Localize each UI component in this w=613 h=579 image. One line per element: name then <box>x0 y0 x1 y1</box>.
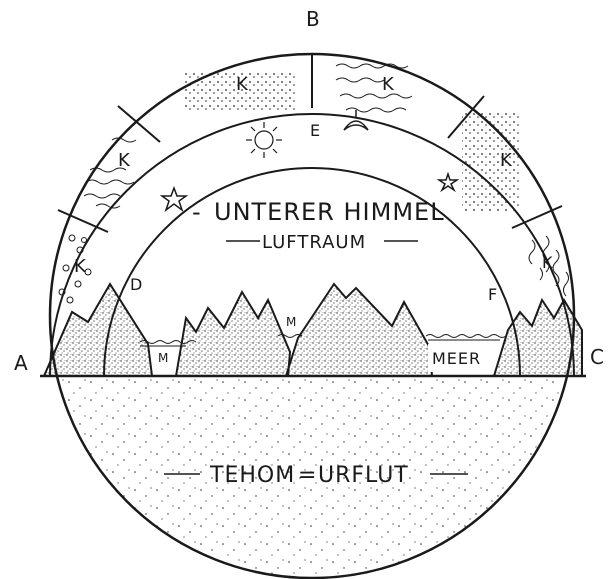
cloud-label-k: K <box>74 256 87 277</box>
label-point-e: E <box>310 121 321 140</box>
primeval-flood-label: URFLUT <box>318 463 409 488</box>
airspace-label: LUFTRAUM <box>262 232 366 253</box>
sea-label-meer: MEER <box>432 349 481 368</box>
cloud-label-k: K <box>118 150 131 171</box>
mountains <box>44 284 582 376</box>
mountain-left <box>44 284 152 376</box>
sea-label-m: M <box>158 351 169 365</box>
lower-sky-label: UNTERER HIMMEL <box>214 198 445 226</box>
mountain-center <box>286 284 432 376</box>
star-icon <box>439 174 457 190</box>
lower-sky-prefix: - <box>192 198 202 226</box>
label-point-b: B <box>306 7 321 31</box>
cloud-label-k: K <box>382 74 395 95</box>
label-point-c: C <box>590 345 605 369</box>
star-icon <box>162 188 186 210</box>
mountain-center-left <box>176 292 290 376</box>
deep-joiner: = <box>298 463 317 488</box>
cloud-label-k: K <box>542 253 554 272</box>
sea-label-m: M <box>286 315 297 329</box>
cloud-label-k: K <box>236 74 249 95</box>
label-point-a: A <box>14 351 29 375</box>
cloud-label-k: K <box>500 150 513 171</box>
label-point-f: F <box>488 285 498 304</box>
label-point-d: D <box>130 275 143 294</box>
deep-label: TEHOM <box>209 463 295 488</box>
sun-icon <box>246 122 282 158</box>
mountain-right <box>494 300 582 376</box>
cloud-waves-top-right <box>336 64 412 112</box>
